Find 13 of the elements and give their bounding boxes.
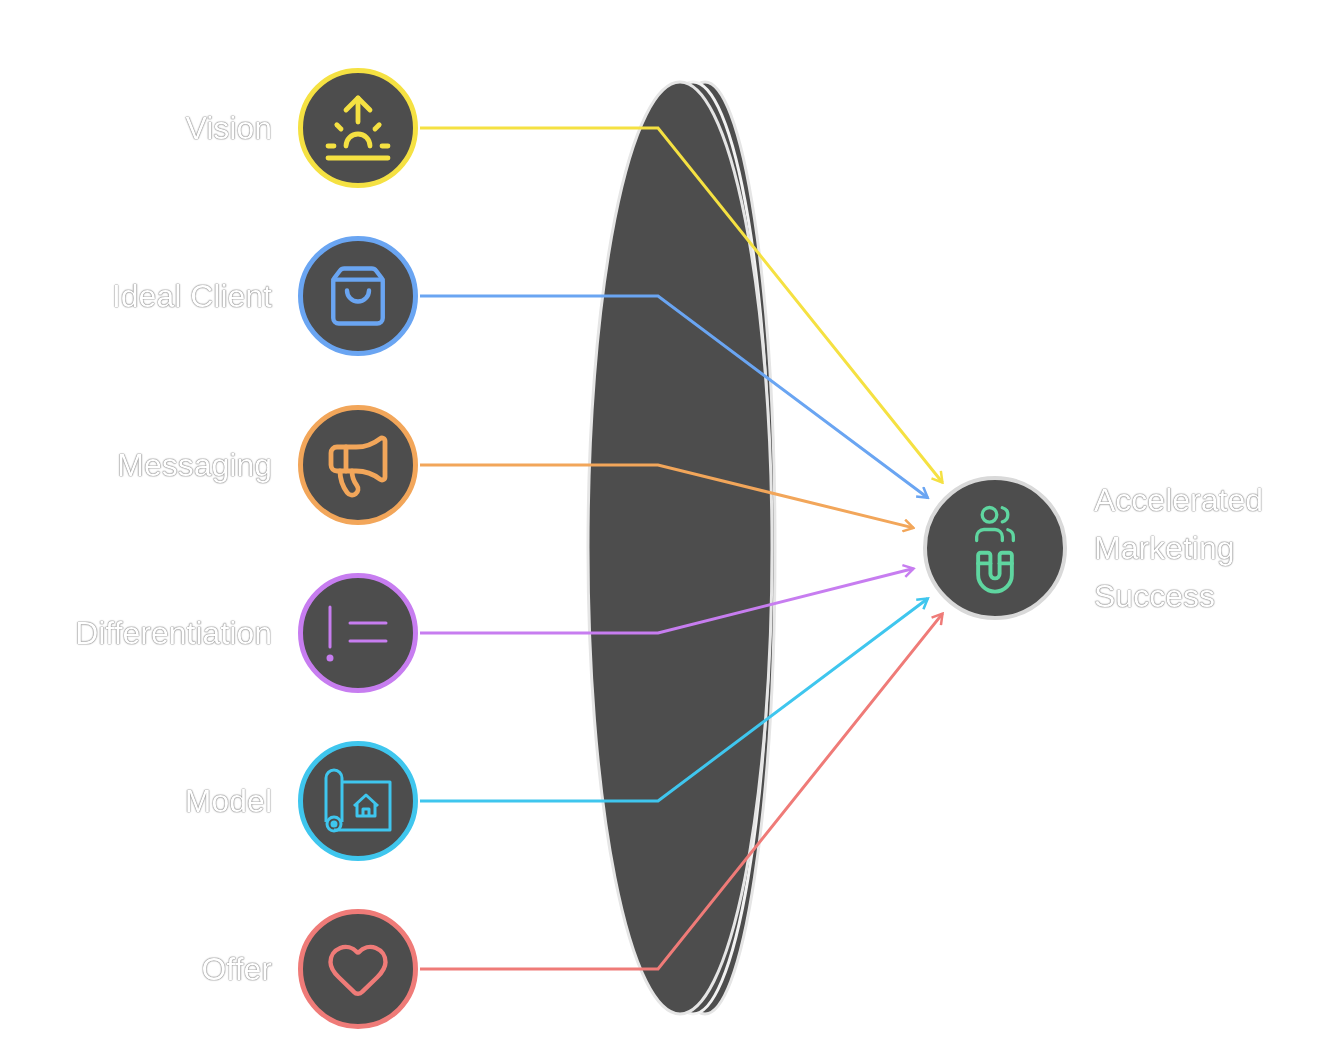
arrow [420,612,944,971]
arrow [420,294,929,499]
arrow [420,463,915,533]
arrow [420,563,915,635]
arrow [420,126,944,484]
step-label: Ideal Client [111,277,272,316]
step-label: Model [184,782,272,821]
result-label: Accelerated Marketing Success [1094,481,1264,616]
step-label: Vision [185,109,272,148]
step-label: Differentiation [75,614,272,653]
step-label: Messaging [117,446,272,486]
arrow [420,597,930,803]
step-label: Offer [201,950,272,989]
